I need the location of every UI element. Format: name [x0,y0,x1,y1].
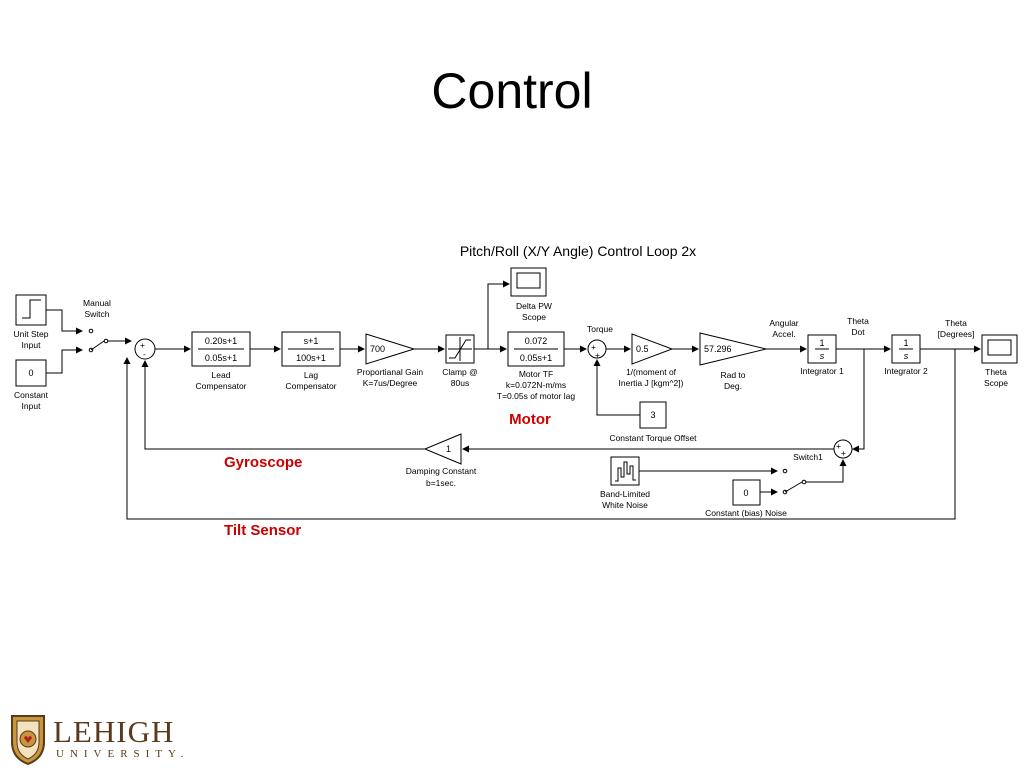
theta-scope-label: Theta [985,367,1007,377]
int2-label: Integrator 2 [884,366,928,376]
sum1-plus: + [140,340,145,350]
damping-label: Damping Constant [406,466,477,476]
logo-name: LEHIGH [53,714,175,749]
bias-value: 0 [743,488,748,498]
angular-label: Angular [769,318,798,328]
inertia-label-2: Inertia J [kgm^2]) [619,378,684,388]
int2-numerator: 1 [903,338,908,348]
slide-title: Control [431,63,593,119]
motor-label: Motor TF [519,369,553,379]
unit-step-block [15,294,47,326]
clamp-label: Clamp @ [442,367,478,377]
motor-label-3: T=0.05s of motor lag [497,391,575,401]
constant-input-value: 0 [28,368,33,378]
logo-subtitle: UNIVERSITY. [56,748,190,760]
torque-offset-block [639,401,667,429]
int2-denominator: s [904,351,909,361]
clamp-label-2: 80us [451,378,469,388]
lehigh-logo: LEHIGH UNIVERSITY. [8,712,208,768]
shield-icon [11,715,45,766]
switch1-label: Switch1 [793,452,823,462]
gain-label: Proportianal Gain [357,367,423,377]
lag-label-2: Compensator [285,381,336,391]
sum2-plus: + [591,342,596,352]
switch1 [782,459,847,495]
rad-label: Rad to [720,370,745,380]
constant-input-label-2: Input [22,401,42,411]
int1-denominator: s [820,351,825,361]
sum3-plus-2: + [841,448,846,458]
noise-label: Band-Limited [600,489,650,499]
bias-label: Constant (bias) Noise [705,508,787,518]
constant-input-block [15,359,47,387]
damping-value: 1 [446,444,451,454]
unit-step-label: Unit Step [14,329,49,339]
constant-input-label: Constant [14,390,49,400]
theta-dot-label-2: Dot [851,327,865,337]
tilt-sensor-annotation: Tilt Sensor [224,522,301,539]
torque-offset-value: 3 [650,410,655,420]
delta-scope-label-2: Scope [522,312,546,322]
lead-denominator: 0.05s+1 [205,353,237,363]
angular-label-2: Accel. [772,329,795,339]
motor-denominator: 0.05s+1 [520,353,552,363]
theta-label-2: [Degrees] [938,329,975,339]
torque-offset-label: Constant Torque Offset [609,433,697,443]
int1-label: Integrator 1 [800,366,844,376]
motor-numerator: 0.072 [525,336,548,346]
lag-numerator: s+1 [304,336,319,346]
lead-numerator: 0.20s+1 [205,336,237,346]
lead-label-2: Compensator [195,381,246,391]
gain-label-2: K=7us/Degree [363,378,418,388]
inertia-label: 1/(moment of [626,367,677,377]
sum1-minus: - [143,349,146,359]
theta-dot-label: Theta [847,316,869,326]
motor-label-2: k=0.072N-m/ms [506,380,566,390]
lag-label: Lag [304,370,318,380]
manual-switch [46,309,132,374]
manual-switch-label-2: Switch [84,309,109,319]
unit-step-label-2: Input [22,340,42,350]
delta-scope-label: Delta PW [516,301,552,311]
sum3-plus: + [836,441,841,451]
int1-numerator: 1 [819,338,824,348]
lag-denominator: 100s+1 [296,353,326,363]
damping-gain-block [423,433,462,465]
sum2-plus-2: + [595,350,600,360]
inertia-value: 0.5 [636,344,649,354]
rad-value: 57.296 [704,344,732,354]
manual-switch-label: Manual [83,298,111,308]
gain-value: 700 [370,344,385,354]
rad-label-2: Deg. [724,381,742,391]
proportional-gain-block [365,333,416,365]
inertia-gain-block [631,333,674,365]
bias-noise-block [732,479,761,506]
theta-scope-label-2: Scope [984,378,1008,388]
motor-annotation: Motor [509,411,551,428]
control-loop-diagram: Pitch/Roll (X/Y Angle) Control Loop 2x U… [14,243,1018,539]
lead-label: Lead [212,370,231,380]
gyroscope-annotation: Gyroscope [224,454,302,471]
damping-label-2: b=1sec. [426,478,456,488]
noise-label-2: White Noise [602,500,648,510]
rad-to-deg-block [699,332,767,366]
diagram-title: Pitch/Roll (X/Y Angle) Control Loop 2x [460,243,696,259]
theta-label: Theta [945,318,967,328]
torque-label: Torque [587,324,613,334]
